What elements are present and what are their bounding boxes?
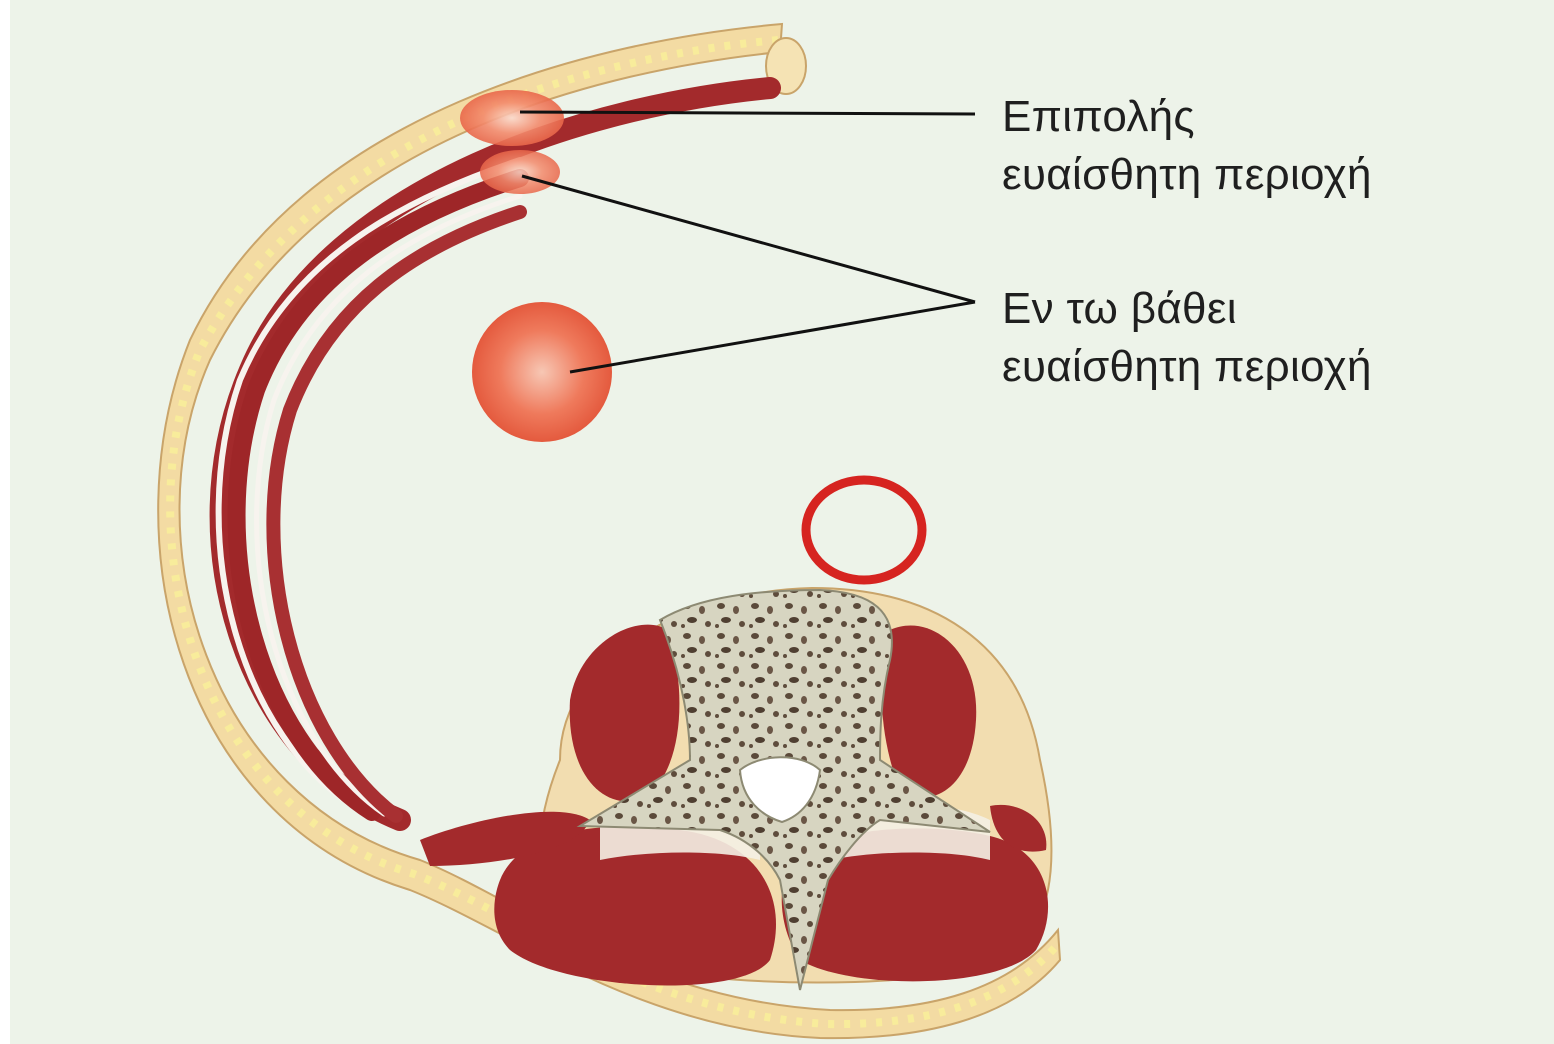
label-deep-line1: Εν τω βάθει: [1002, 280, 1372, 338]
label-superficial-line2: ευαίσθητη περιοχή: [1002, 146, 1372, 204]
leader-line-superficial: [520, 112, 975, 114]
label-deep-sensitive-area: Εν τω βάθει ευαίσθητη περιοχή: [1002, 280, 1372, 396]
label-superficial-line1: Επιπολής: [1002, 88, 1372, 146]
label-superficial-sensitive-area: Επιπολής ευαίσθητη περιοχή: [1002, 88, 1372, 204]
deep-sensitive-area: [472, 302, 612, 442]
label-deep-line2: ευαίσθητη περιοχή: [1002, 338, 1372, 396]
